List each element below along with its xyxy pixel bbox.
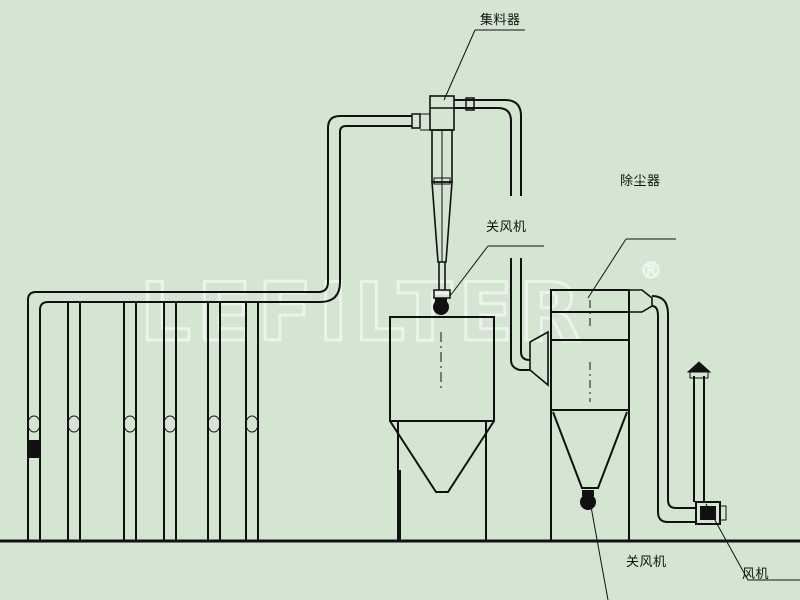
branch-valves	[27, 415, 259, 458]
airlock-top	[433, 298, 449, 315]
valve-icon	[245, 415, 259, 433]
watermark-text: LEFILTER	[140, 266, 587, 359]
transfer-duct	[510, 258, 549, 387]
label-dust-collector: 除尘器	[620, 174, 661, 189]
label-airlock-bottom: 关风机	[626, 555, 667, 570]
main-duct	[27, 115, 412, 541]
collector-outlet-duct	[454, 97, 522, 196]
valve-icon	[27, 415, 41, 458]
valve-icon	[67, 415, 81, 433]
watermark: LEFILTER ®	[139, 258, 663, 360]
valve-icon	[123, 415, 137, 433]
dust-collector	[550, 289, 630, 541]
valve-icon	[163, 415, 177, 433]
silo	[389, 316, 495, 541]
collector-cyclone	[411, 95, 455, 299]
watermark-registered: ®	[640, 259, 662, 284]
valve-icon	[207, 415, 221, 433]
label-airlock-top: 关风机	[486, 220, 527, 235]
label-fan: 风机	[742, 567, 770, 582]
fan-duct	[629, 289, 696, 523]
fan	[686, 361, 727, 525]
leader-lines	[443, 29, 800, 600]
airlock-bottom	[580, 490, 596, 510]
label-collector: 集料器	[480, 13, 521, 28]
